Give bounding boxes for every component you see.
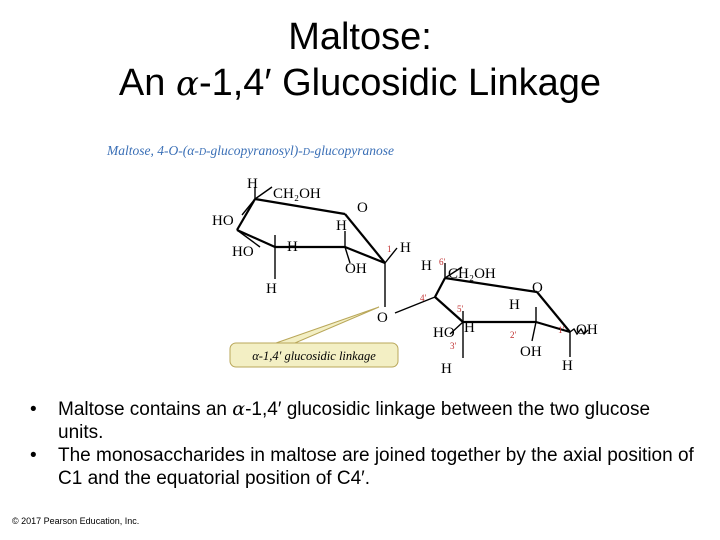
maltose-structure-svg: α-1,4′ glucosidic linkage H CH₂OH HO O H… bbox=[212, 176, 598, 377]
c2p-oh-bond bbox=[531, 321, 537, 342]
bullet-1-alpha: α bbox=[232, 398, 246, 420]
caption-part-c: -glucopyranose bbox=[310, 143, 394, 158]
c1-number: 1 bbox=[387, 244, 392, 254]
bond-c1-c2 bbox=[344, 245, 386, 265]
ring-2-atom-labels: H CH₂OH O H HO H OH OH H H bbox=[421, 258, 598, 377]
bond-c5-o bbox=[254, 197, 346, 216]
bond-o-c1p bbox=[536, 291, 571, 333]
h-c3p-label: H bbox=[464, 320, 475, 336]
c4-ho-bond bbox=[236, 229, 261, 248]
c2-oh-bond bbox=[344, 246, 351, 264]
callout-pointer bbox=[275, 306, 380, 344]
bullet-item-1: Maltose contains an α-1,4′ glucosidic li… bbox=[30, 398, 700, 444]
title-line-1: Maltose: bbox=[288, 16, 432, 58]
ch2oh-ring2-label: CH₂OH bbox=[448, 266, 496, 282]
ring-1-numbers: 1 bbox=[387, 244, 392, 254]
c4p-number: 4′ bbox=[420, 293, 427, 303]
ring2-oxygen-label: O bbox=[532, 280, 543, 296]
ho-lower-label: HO bbox=[232, 244, 254, 260]
slide-title: Maltose: An α-1,4′ Glucosidic Linkage bbox=[0, 14, 720, 107]
bond-c5p-o bbox=[444, 276, 538, 294]
c5p-number: 5′ bbox=[457, 304, 464, 314]
oh-c2-label: OH bbox=[345, 261, 367, 277]
bond-c1p-c2p bbox=[535, 320, 571, 334]
title-line-2: An α-1,4′ Glucosidic Linkage bbox=[0, 60, 720, 107]
c5p-ch2oh-bond bbox=[444, 266, 463, 279]
h-c3p-down-label: H bbox=[441, 361, 452, 377]
copyright-footer: © 2017 Pearson Education, Inc. bbox=[12, 516, 140, 526]
callout-box bbox=[229, 342, 399, 368]
maltose-structure-figure: α-1,4′ glucosidic linkage H CH₂OH HO O H… bbox=[100, 135, 620, 385]
bullet-item-2: The monosaccharides in maltose are joine… bbox=[30, 444, 700, 490]
bond-c4p-c5p bbox=[434, 277, 446, 298]
c1-h-bond bbox=[384, 247, 398, 264]
linkage-label: α-1,4′ glucosidic linkage bbox=[252, 349, 376, 363]
oh-c2p-label: OH bbox=[520, 344, 542, 360]
h-c1-label: H bbox=[400, 240, 411, 256]
c3p-number: 3′ bbox=[450, 341, 457, 351]
h-c1p-label: H bbox=[562, 358, 573, 374]
h-c3-label: H bbox=[287, 239, 298, 255]
ring-2-substituents bbox=[394, 263, 589, 358]
ring1-oxygen-label: O bbox=[357, 200, 368, 216]
structure-caption: Maltose, 4-O-(α-D-glucopyranosyl)-D-gluc… bbox=[107, 143, 394, 159]
c2p-number: 2′ bbox=[510, 330, 517, 340]
title-suffix: -1,4′ Glucosidic Linkage bbox=[198, 62, 602, 104]
h-c3-down-label: H bbox=[266, 281, 277, 297]
ho-c3p-label: HO bbox=[433, 325, 455, 341]
bond-c3p-c4p bbox=[434, 296, 464, 323]
ring-2-numbers: 6′ 4′ 5′ 2′ 3′ 1′ bbox=[420, 257, 565, 351]
title-alpha: α bbox=[175, 64, 199, 104]
c4-ho-upper-bond bbox=[241, 198, 256, 216]
caption-d2: D bbox=[302, 147, 311, 158]
c5-ch2oh-bond bbox=[254, 186, 273, 200]
c3p-ho-bond bbox=[449, 321, 464, 335]
c6p-number: 6′ bbox=[439, 257, 446, 267]
bond-c4-c5 bbox=[236, 198, 256, 231]
c1p-number: 1′ bbox=[558, 325, 565, 335]
ring-1-substituents bbox=[236, 186, 398, 307]
caption-d1: D bbox=[198, 147, 207, 158]
ch2oh-ring1-label: CH₂OH bbox=[273, 186, 321, 202]
bridge-oxygen-label: O bbox=[377, 310, 388, 326]
o-c4p-bond bbox=[394, 296, 436, 314]
h-c2-upper-label: H bbox=[336, 218, 347, 234]
c1p-oh-wavy-bond bbox=[569, 327, 589, 336]
caption-part-a: Maltose, 4-O-(α- bbox=[107, 143, 199, 158]
title-prefix: An bbox=[118, 62, 176, 104]
bullet-list: Maltose contains an α-1,4′ glucosidic li… bbox=[30, 398, 700, 490]
caption-part-b: -glucopyranosyl)- bbox=[206, 143, 303, 158]
bond-o-c1 bbox=[344, 213, 386, 264]
linkage-callout: α-1,4′ glucosidic linkage bbox=[229, 306, 399, 368]
ho-upper-label: HO bbox=[212, 213, 234, 229]
ring-1-bonds bbox=[236, 197, 386, 265]
ring-1-atom-labels: H CH₂OH HO O H HO H H OH H O bbox=[212, 176, 411, 326]
h-c5p-label: H bbox=[421, 258, 432, 274]
h-c2p-upper-label: H bbox=[509, 297, 520, 313]
ring-2-bonds bbox=[434, 276, 571, 334]
bullet-1-part-b: -1,4′ glucosidic linkage between the two… bbox=[58, 399, 651, 443]
oh-c1p-label: OH bbox=[576, 322, 598, 338]
bond-c3-c4 bbox=[236, 228, 276, 249]
h-c5-label: H bbox=[247, 176, 258, 192]
bullet-1-part-a: Maltose contains an bbox=[58, 399, 233, 420]
